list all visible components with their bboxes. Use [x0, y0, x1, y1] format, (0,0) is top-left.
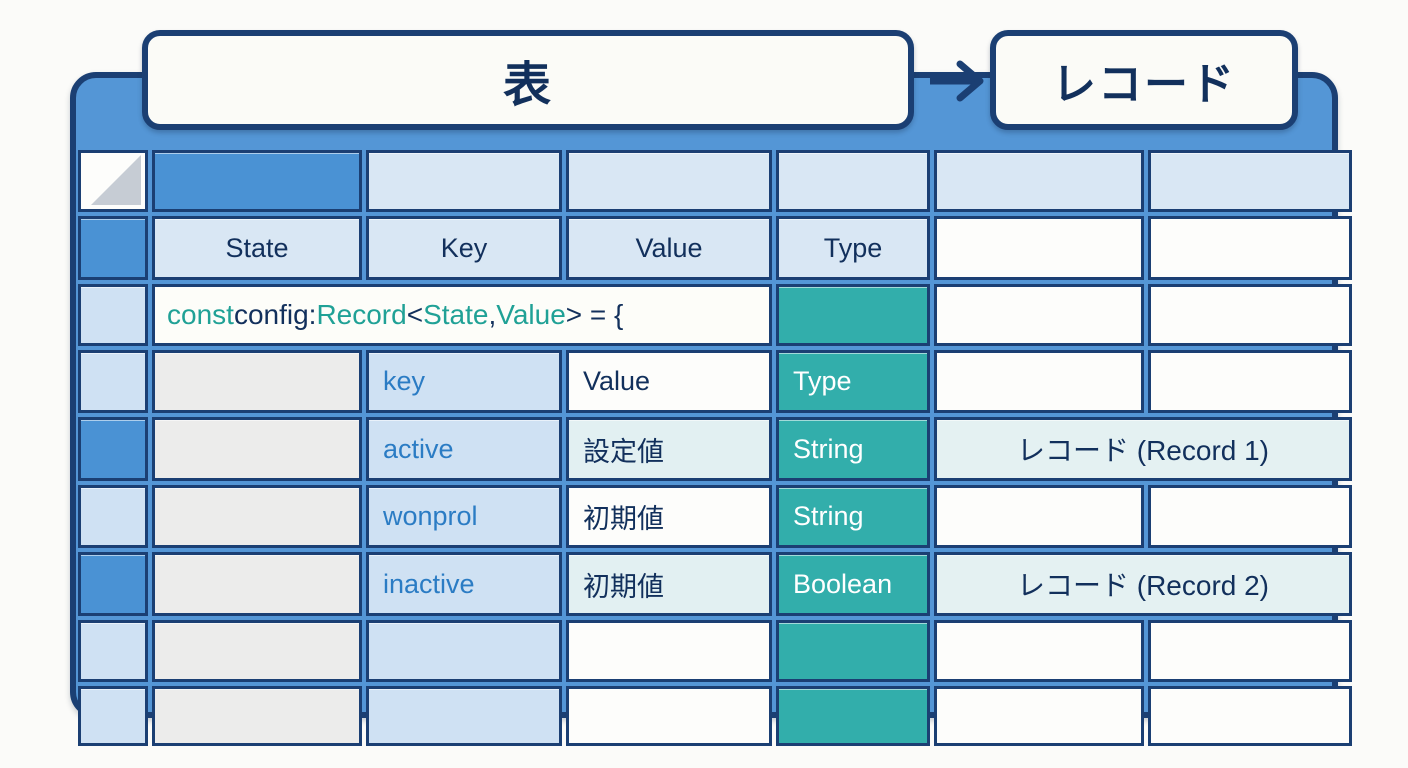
grid-cell-state-r6[interactable]	[152, 485, 362, 548]
column-header-type[interactable]: Type	[776, 216, 930, 280]
grid-cell-r1c5[interactable]	[776, 150, 930, 212]
grid-cell-r8c2[interactable]	[152, 620, 362, 682]
code-declaration-cell[interactable]: const config: Record<State, Value> = {	[152, 284, 772, 346]
grid-cell-r2c6[interactable]	[934, 216, 1144, 280]
row-type-wonprol[interactable]: String	[776, 485, 930, 548]
grid-cell-r8c3[interactable]	[366, 620, 562, 682]
grid-cell-r9c5[interactable]	[776, 686, 930, 746]
row-value-inactive[interactable]: 初期値	[566, 552, 772, 616]
row-key-wonprol[interactable]: wonprol	[366, 485, 562, 548]
grid-cell-r4c6[interactable]	[934, 350, 1144, 413]
row-type-inactive[interactable]: Boolean	[776, 552, 930, 616]
grid-cell-r6c7[interactable]	[1148, 485, 1352, 548]
grid-cell-r8c4[interactable]	[566, 620, 772, 682]
row-header-r8[interactable]	[78, 620, 148, 682]
code-token-lt: <	[406, 299, 424, 330]
grid-cell-r8c6[interactable]	[934, 620, 1144, 682]
grid-cell-state-r7[interactable]	[152, 552, 362, 616]
record-callout: レコード	[990, 30, 1298, 130]
row-header-r3[interactable]	[78, 284, 148, 346]
grid-cell-r8c7[interactable]	[1148, 620, 1352, 682]
row-value-wonprol[interactable]: 初期値	[566, 485, 772, 548]
arrow-right-icon	[930, 60, 984, 102]
subheader-type[interactable]: Type	[776, 350, 930, 413]
row-header-r6[interactable]	[78, 485, 148, 548]
grid-cell-r6c6[interactable]	[934, 485, 1144, 548]
grid-cell-r3c5[interactable]	[776, 284, 930, 346]
grid-cell-r1c3[interactable]	[366, 150, 562, 212]
grid-corner-cell[interactable]	[78, 150, 148, 212]
grid-cell-r9c7[interactable]	[1148, 686, 1352, 746]
code-token-comma: ,	[488, 299, 497, 330]
column-header-key[interactable]: Key	[366, 216, 562, 280]
table-title-callout: 表	[142, 30, 914, 130]
record-label-2[interactable]: レコード (Record 2)	[934, 552, 1352, 616]
row-key-active[interactable]: active	[366, 417, 562, 481]
subheader-key[interactable]: key	[366, 350, 562, 413]
record-label-1[interactable]: レコード (Record 1)	[934, 417, 1352, 481]
grid-cell-r1c2[interactable]	[152, 150, 362, 212]
row-header-r2[interactable]	[78, 216, 148, 280]
code-token-value: Value	[496, 299, 566, 330]
row-key-inactive[interactable]: inactive	[366, 552, 562, 616]
diagonal-split-corner-icon	[91, 155, 141, 205]
row-header-r9[interactable]	[78, 686, 148, 746]
column-header-state[interactable]: State	[152, 216, 362, 280]
row-value-active[interactable]: 設定値	[566, 417, 772, 481]
code-token-record: Record	[316, 299, 407, 330]
row-header-r5[interactable]	[78, 417, 148, 481]
grid-cell-r9c2[interactable]	[152, 686, 362, 746]
grid-cell-state-r4[interactable]	[152, 350, 362, 413]
record-callout-text: レコード	[1052, 60, 1236, 109]
grid-cell-r9c6[interactable]	[934, 686, 1144, 746]
grid-cell-r1c4[interactable]	[566, 150, 772, 212]
code-token-state: State	[423, 299, 489, 330]
grid-cell-r8c5[interactable]	[776, 620, 930, 682]
grid-cell-r3c7[interactable]	[1148, 284, 1352, 346]
grid-cell-r9c3[interactable]	[366, 686, 562, 746]
column-header-value[interactable]: Value	[566, 216, 772, 280]
row-type-active[interactable]: String	[776, 417, 930, 481]
grid-cell-r2c7[interactable]	[1148, 216, 1352, 280]
grid-cell-r9c4[interactable]	[566, 686, 772, 746]
spreadsheet-grid: State Key Value Type const config: Recor…	[78, 150, 1352, 746]
code-token-tail: > = {	[565, 299, 624, 330]
grid-cell-r4c7[interactable]	[1148, 350, 1352, 413]
grid-cell-r3c6[interactable]	[934, 284, 1144, 346]
grid-cell-state-r5[interactable]	[152, 417, 362, 481]
row-header-r4[interactable]	[78, 350, 148, 413]
grid-cell-r1c6[interactable]	[934, 150, 1144, 212]
table-title-text: 表	[502, 59, 553, 112]
code-token-const: const	[167, 299, 234, 330]
code-token-config: config:	[233, 299, 317, 330]
subheader-value[interactable]: Value	[566, 350, 772, 413]
row-header-r7[interactable]	[78, 552, 148, 616]
grid-cell-r1c7[interactable]	[1148, 150, 1352, 212]
